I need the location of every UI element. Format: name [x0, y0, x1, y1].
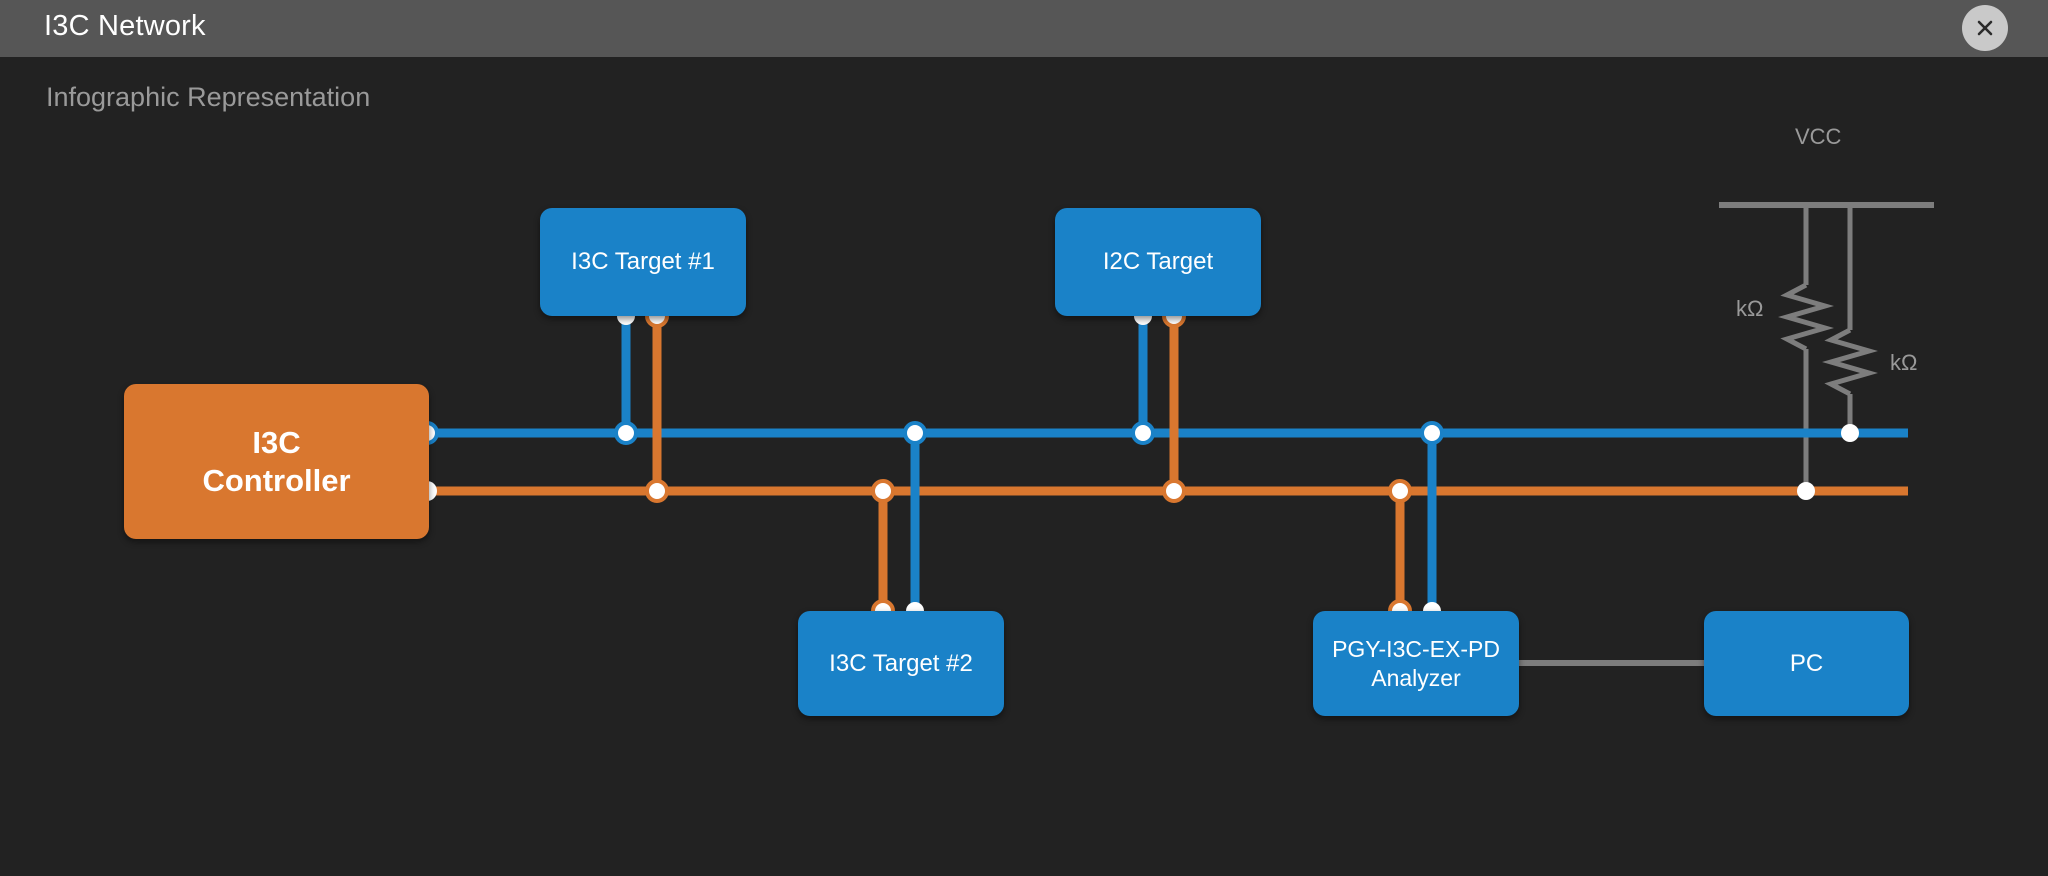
node-i3c-target-1[interactable]: I3C Target #1 [540, 208, 746, 316]
pullup-left-label: kΩ [1736, 296, 1764, 321]
node-i2c-target[interactable]: I2C Target [1055, 208, 1261, 316]
node-label: PGY-I3C-EX-PD Analyzer [1332, 636, 1500, 691]
page-subtitle: Infographic Representation [46, 82, 371, 112]
node-label: I3C Target #2 [829, 649, 973, 677]
window-title: I3C Network [44, 10, 206, 42]
node-label: I3C Target #1 [571, 248, 715, 276]
vcc-rail-group [1719, 202, 1934, 491]
close-icon [1977, 20, 1993, 36]
window-title-bar: I3C Network [0, 0, 2048, 57]
node-pc[interactable]: PC [1704, 611, 1909, 716]
close-button[interactable] [1962, 5, 2008, 51]
network-diagram: .blw{stroke:#1a82c8;stroke-width:9;fill:… [0, 120, 2048, 876]
node-label: I2C Target [1102, 248, 1214, 276]
node-pgy-i3c-ex-pd-analyzer[interactable]: PGY-I3C-EX-PD Analyzer [1313, 611, 1519, 716]
node-label: PC [1789, 649, 1824, 677]
node-i3c-target-2[interactable]: I3C Target #2 [798, 611, 1004, 716]
pullup-right-label: kΩ [1890, 350, 1918, 375]
vcc-label: VCC [1795, 124, 1842, 149]
node-i3c-controller[interactable]: I3C Controller [124, 384, 429, 539]
node-label: I3C Controller [202, 424, 351, 498]
